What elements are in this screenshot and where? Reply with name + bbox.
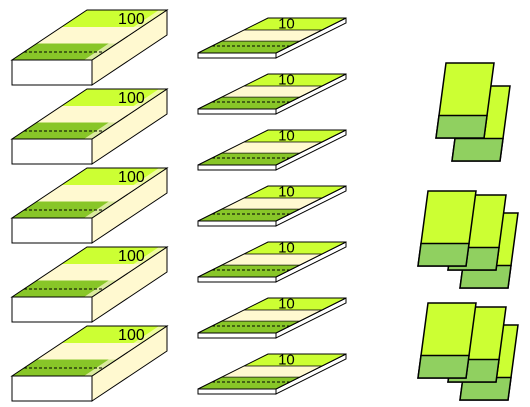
- hundred-top-outline: [10, 167, 169, 219]
- ten-label: 10: [278, 16, 295, 33]
- hundred-block: 100: [10, 325, 169, 402]
- hundred-label: 100: [118, 169, 145, 186]
- ones-group: [417, 190, 519, 289]
- ten-top-outline: [197, 241, 347, 278]
- ten-strip: 10: [197, 16, 347, 59]
- hundred-block: 100: [10, 88, 169, 165]
- hundred-top-outline: [10, 9, 169, 61]
- hundred-label: 100: [118, 11, 145, 28]
- hundred-block: 100: [10, 167, 169, 244]
- ten-label: 10: [278, 352, 295, 369]
- ten-label: 10: [278, 72, 295, 89]
- one-card-bottom: [435, 114, 488, 139]
- ten-front-face: [197, 332, 277, 339]
- ones-group: [435, 62, 511, 162]
- ten-strip: 10: [197, 128, 347, 171]
- hundred-top-edge: [84, 247, 167, 297]
- hundred-front-face: [11, 296, 93, 323]
- one-card-bottom: [451, 137, 504, 162]
- ten-front-face: [197, 220, 277, 227]
- hundred-front-face: [11, 217, 93, 244]
- ten-label: 10: [278, 128, 295, 145]
- ten-strip: 10: [197, 184, 347, 227]
- hundred-top-outline: [10, 246, 169, 298]
- hundred-front-face: [11, 59, 93, 86]
- hundred-top-outline: [10, 325, 169, 377]
- hundred-top-edge: [84, 168, 167, 218]
- hundred-front-face: [11, 375, 93, 402]
- ten-top-outline: [197, 129, 347, 166]
- ten-top-outline: [197, 17, 347, 54]
- ten-strip: 10: [197, 296, 347, 339]
- ten-front-face: [197, 52, 277, 59]
- ten-front-face: [197, 276, 277, 283]
- ten-top-outline: [197, 353, 347, 390]
- one-card-bottom: [417, 354, 470, 379]
- hundred-block: 100: [10, 9, 169, 86]
- ten-front-face: [197, 164, 277, 171]
- one-card-bottom: [417, 242, 470, 267]
- ten-top-outline: [197, 73, 347, 110]
- ones-group: [417, 302, 519, 401]
- ten-strip: 10: [197, 352, 347, 395]
- hundred-block: 100: [10, 246, 169, 323]
- ten-label: 10: [278, 184, 295, 201]
- hundred-top-edge: [84, 89, 167, 139]
- ten-strip: 10: [197, 72, 347, 115]
- hundred-label: 100: [118, 248, 145, 265]
- ten-front-face: [197, 388, 277, 395]
- ten-front-face: [197, 108, 277, 115]
- ten-top-outline: [197, 185, 347, 222]
- hundred-top-edge: [84, 326, 167, 376]
- hundred-top-outline: [10, 88, 169, 140]
- ten-top-outline: [197, 297, 347, 334]
- ten-label: 10: [278, 240, 295, 257]
- ten-label: 10: [278, 296, 295, 313]
- hundred-top-edge: [84, 10, 167, 60]
- hundred-label: 100: [118, 90, 145, 107]
- hundred-label: 100: [118, 327, 145, 344]
- ten-strip: 10: [197, 240, 347, 283]
- hundred-front-face: [11, 138, 93, 165]
